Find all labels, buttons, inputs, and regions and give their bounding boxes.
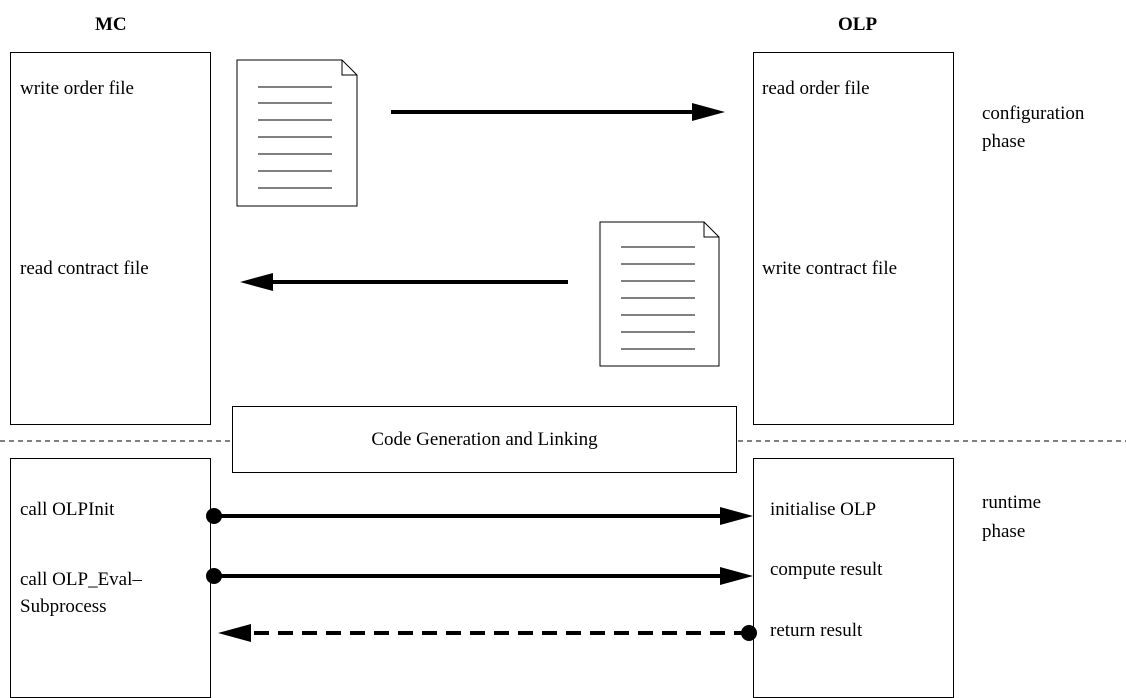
mc-runtime-box — [10, 458, 211, 698]
mc-config-box — [10, 52, 211, 425]
mc-write-order-label: write order file — [20, 78, 134, 99]
codegen-label: Code Generation and Linking — [371, 429, 598, 450]
olp-runtime-box — [753, 458, 954, 698]
olp-config-box — [753, 52, 954, 425]
olp-read-order-label: read order file — [762, 78, 870, 99]
mc-call-init-label: call OLPInit — [20, 499, 115, 520]
mc-call-eval-label-line2: Subprocess — [20, 596, 107, 617]
runtime-phase-label-line1: runtime — [982, 492, 1042, 513]
mc-header: MC — [95, 14, 127, 35]
config-phase-label-line2: phase — [982, 131, 1026, 152]
eval-call-arrow — [206, 567, 753, 585]
olp-header: OLP — [838, 14, 878, 35]
contract-file-document-icon — [599, 221, 720, 367]
mc-read-contract-label: read contract file — [20, 258, 149, 279]
mc-call-eval-label-line1: call OLP_Eval– — [20, 569, 142, 590]
olp-write-contract-label: write contract file — [762, 258, 898, 279]
order-file-document-icon — [236, 59, 358, 207]
order-file-arrow — [391, 103, 725, 121]
diagram-graphics — [0, 59, 1126, 642]
olp-return-label: return result — [770, 620, 863, 641]
olp-init-label: initialise OLP — [770, 499, 877, 520]
contract-file-arrow — [240, 273, 568, 291]
runtime-phase-label-line2: phase — [982, 521, 1026, 542]
init-call-arrow — [206, 507, 753, 525]
codegen-box: Code Generation and Linking — [232, 406, 737, 473]
olp-compute-label: compute result — [770, 559, 883, 580]
config-phase-label-line1: configuration — [982, 103, 1085, 124]
return-result-arrow — [218, 624, 757, 642]
